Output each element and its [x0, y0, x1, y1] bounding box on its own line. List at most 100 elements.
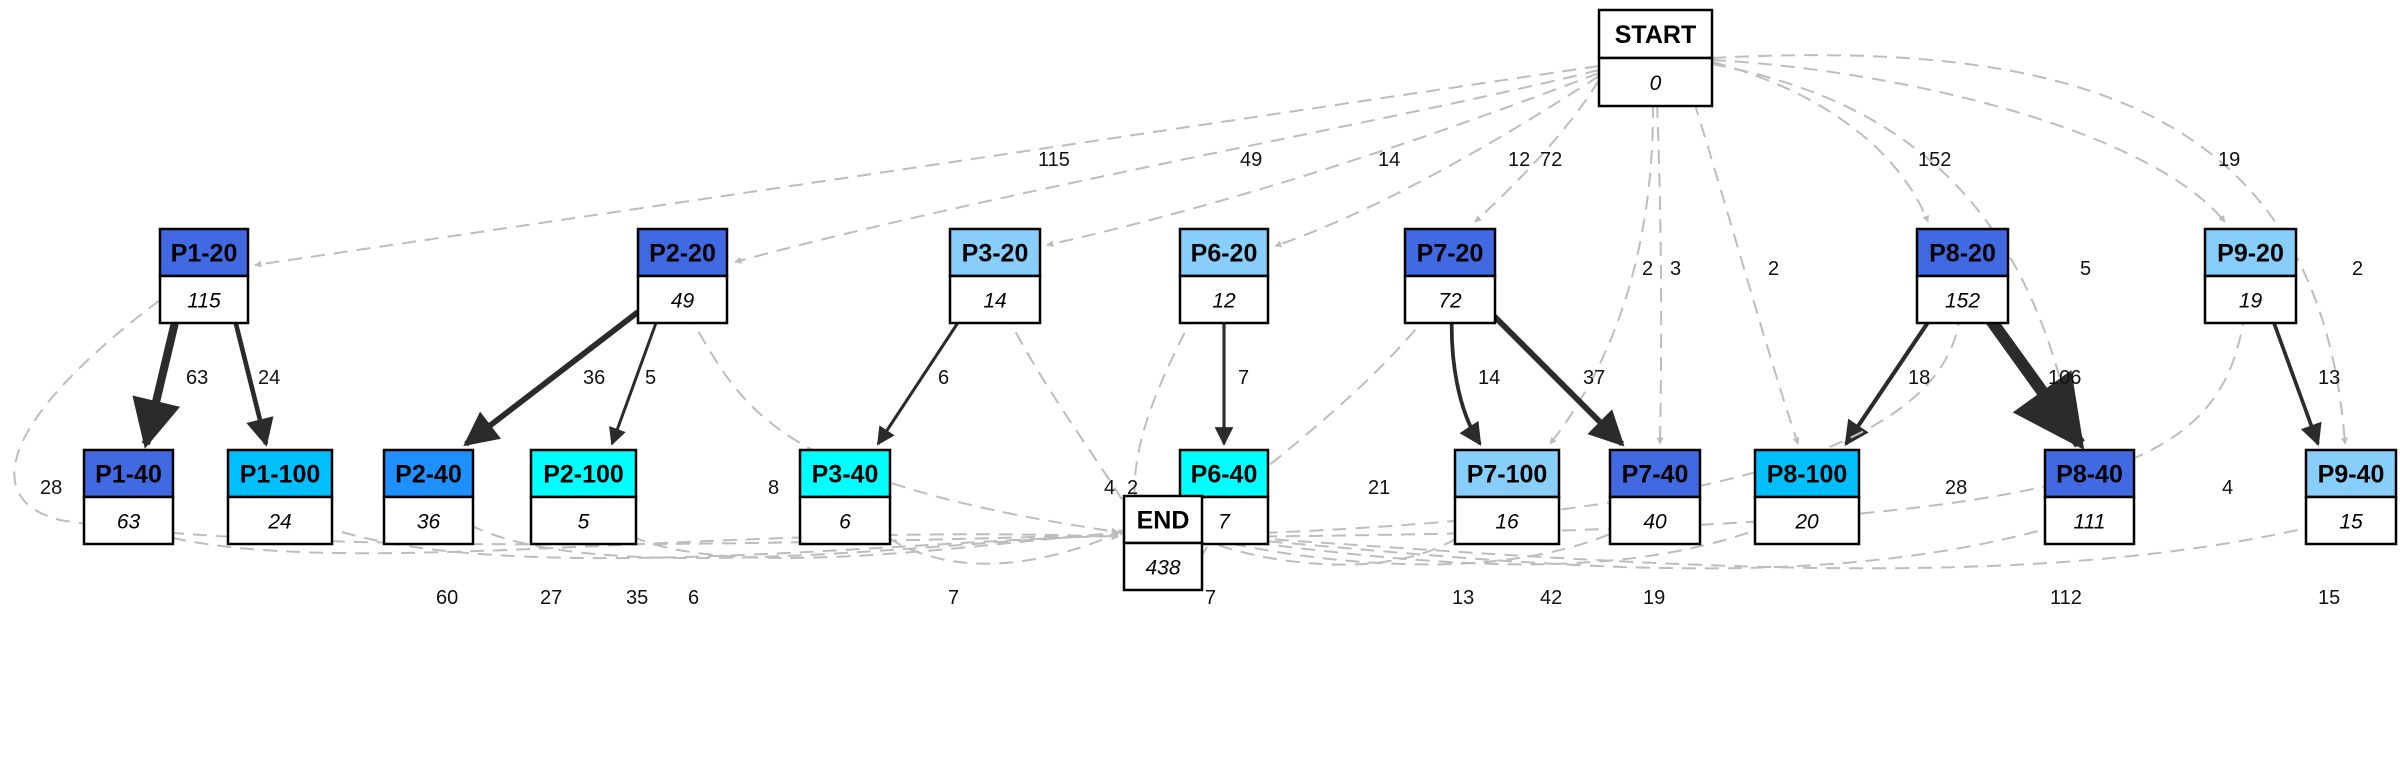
node-label: P7-20: [1417, 240, 1484, 268]
node-label: P1-100: [240, 461, 321, 489]
edge-p8-20-to-p8-100: [1844, 310, 1937, 447]
edge-label: 21: [1368, 477, 1390, 499]
node-header: [1753, 448, 1861, 499]
edge-p6-20-to-end: [1133, 311, 1196, 527]
node-label: P2-100: [543, 461, 624, 489]
edge-label: 28: [1945, 477, 1967, 499]
edge-label: 2: [2352, 258, 2363, 280]
node-value: 72: [1438, 290, 1462, 313]
edge-start-to-p9-20: [1711, 59, 2226, 223]
node-value: 438: [1145, 557, 1180, 580]
node-value-box: [1453, 495, 1561, 546]
edge-label: 2: [1127, 477, 1138, 499]
edge-label: 14: [1378, 149, 1400, 171]
edge-start-to-p7-40: [1654, 57, 1664, 445]
node-value: 19: [2239, 290, 2263, 313]
edge-label: 4: [2222, 477, 2233, 499]
node-value: 24: [267, 511, 291, 534]
edge-p2-20-to-end: [686, 311, 1119, 535]
node-p1-20[interactable]: P1-20 115: [158, 227, 250, 325]
edge-label: 35: [626, 587, 648, 609]
node-p1-100[interactable]: P1-100 24: [226, 448, 334, 546]
node-header: [382, 448, 475, 499]
node-header: [1915, 227, 2010, 278]
node-value: 49: [671, 290, 695, 313]
node-label: P6-20: [1191, 240, 1258, 268]
edge-label: 18: [1908, 367, 1930, 389]
node-value: 16: [1495, 511, 1519, 534]
edge-start-to-p6-20: [1274, 75, 1600, 248]
edge-label: 4: [1104, 477, 1115, 499]
edge-label: 49: [1240, 149, 1262, 171]
edge-start-to-p7-20: [1474, 59, 1611, 223]
node-label: P1-20: [171, 240, 238, 268]
edge-label: 6: [688, 587, 699, 609]
node-header: [1122, 494, 1204, 545]
edge-label: 42: [1540, 587, 1562, 609]
node-label: P8-40: [2056, 461, 2123, 489]
edge-label: 106: [2048, 367, 2081, 389]
edge-label: 5: [645, 367, 656, 389]
edge-start-to-p7-100: [1549, 57, 1654, 445]
edge-label: 115: [1038, 149, 1070, 171]
node-value: 115: [187, 290, 221, 313]
node-value: 15: [2339, 511, 2363, 534]
edge-label: 14: [1478, 367, 1500, 389]
node-label: START: [1615, 21, 1696, 49]
edge-start-to-p8-100: [1679, 57, 1800, 445]
node-value-box: [1178, 274, 1270, 325]
edge-label: 27: [540, 587, 562, 609]
edge-start-to-p2-20: [734, 69, 1600, 264]
node-value: 20: [1794, 511, 1819, 534]
node-label: P9-20: [2217, 240, 2284, 268]
edge-p2-20-to-p2-40: [463, 309, 640, 447]
node-value-box: [1608, 495, 1702, 546]
edge-start-to-p8-40: [1711, 63, 2078, 445]
edge-p2-20-to-p2-100: [609, 311, 662, 446]
node-value: 14: [983, 290, 1006, 313]
node-p7-20[interactable]: P7-20 72: [1403, 227, 1497, 325]
node-p9-20[interactable]: P9-20 19: [2203, 227, 2298, 325]
node-value: 12: [1212, 290, 1236, 313]
node-label: P8-100: [1767, 461, 1848, 489]
node-label: P6-40: [1191, 461, 1258, 489]
node-label: P1-40: [95, 461, 162, 489]
edge-label: 2: [1768, 258, 1779, 280]
node-label: P9-40: [2318, 461, 2385, 489]
node-label: P7-40: [1622, 461, 1689, 489]
node-value-box: [158, 274, 250, 325]
edge-label: 2: [1642, 258, 1653, 280]
node-value-box: [82, 495, 175, 546]
edge-label: 7: [1205, 587, 1216, 609]
edge-p1-100-to-end: [319, 524, 1119, 560]
node-header: [226, 448, 334, 499]
edge-p8-100-to-end: [1204, 524, 1771, 566]
node-value: 6: [839, 511, 851, 534]
edge-p7-20-to-p7-100: [1449, 311, 1482, 446]
edge-label: 7: [948, 587, 959, 609]
node-p6-20[interactable]: P6-20 12: [1178, 227, 1270, 325]
node-value-box: [636, 274, 729, 325]
node-header: [798, 448, 892, 499]
edge-label: 5: [2080, 258, 2091, 280]
node-header: [2203, 227, 2298, 278]
node-p3-40[interactable]: P3-406: [798, 448, 892, 546]
node-header: [529, 448, 638, 499]
node-value-box: [226, 495, 334, 546]
edge-label: 19: [1643, 587, 1665, 609]
edge-p9-20-to-p9-40: [2268, 311, 2322, 447]
node-p9-40[interactable]: P9-40 15: [2304, 448, 2398, 546]
node-p8-100[interactable]: P8-100 20: [1753, 448, 1861, 546]
edge-label: 13: [2318, 367, 2340, 389]
